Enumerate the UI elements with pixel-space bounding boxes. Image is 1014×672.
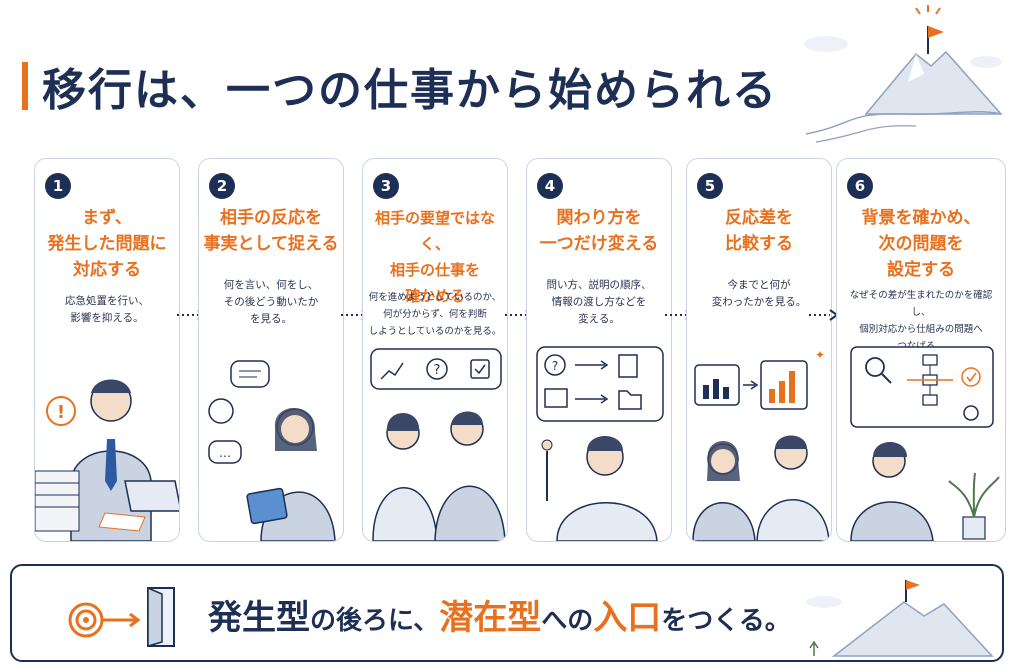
- step-title: 反応差を 比較する: [725, 208, 793, 254]
- step-title: 相手の反応を 事実として捉える: [203, 208, 339, 254]
- man-pointing-process-illustration: ?: [536, 346, 664, 541]
- conclusion-text: 発生型の後ろに、潜在型への入口をつくる。: [208, 590, 791, 639]
- text-connector-2: への: [541, 606, 594, 636]
- text-connector-3: をつくる。: [661, 606, 791, 636]
- step-title: 関わり方を 一つだけ変える: [539, 208, 659, 254]
- step-description: 何を言い、何をし、 その後どう動いたか を見る。: [223, 279, 319, 325]
- man-thinking-system-illustration: [850, 346, 1000, 541]
- svg-text:✦: ✦: [815, 348, 825, 362]
- step-number-badge: 2: [209, 173, 235, 199]
- target-door-icon: [68, 586, 175, 647]
- step-card-2: 2 相手の反応を 事実として捉える 何を言い、何をし、 その後どう動いたか を見…: [198, 158, 344, 542]
- step-number-badge: 5: [697, 173, 723, 199]
- svg-text:!: !: [57, 402, 65, 423]
- flow-arrow: [809, 309, 838, 321]
- step-description: 今までと何が 変わったかを見る。: [711, 279, 807, 308]
- step-card-6: 6 背景を確かめ、 次の問題を 設定する なぜその差が生まれたのかを確認し、 個…: [836, 158, 1006, 542]
- step-number-badge: 3: [373, 173, 399, 199]
- text-connector-1: の後ろに、: [310, 606, 440, 636]
- step-title: 背景を確かめ、 次の問題を 設定する: [861, 208, 981, 280]
- text-entrance: 入口: [593, 598, 662, 638]
- svg-text:?: ?: [552, 359, 558, 373]
- step-number-badge: 4: [537, 173, 563, 199]
- title-accent-bar: [22, 62, 28, 110]
- conclusion-banner: 発生型の後ろに、潜在型への入口をつくる。: [10, 564, 1004, 662]
- text-occurrence-type: 発生型: [208, 598, 310, 638]
- svg-text:?: ?: [434, 363, 441, 378]
- page-title: 移行は、一つの仕事から始められる: [42, 65, 778, 116]
- step-description: 問い方、説明の順序、 情報の渡し方などを 変える。: [546, 279, 652, 325]
- svg-text:…: …: [219, 446, 231, 460]
- text-latent-type: 潜在型: [439, 598, 542, 638]
- step-card-4: 4 関わり方を 一つだけ変える 問い方、説明の順序、 情報の渡し方などを 変える…: [526, 158, 672, 542]
- step-card-3: 3 相手の要望ではなく、 相手の仕事を 確かめる 何を進めようとしているのか、 …: [362, 158, 508, 542]
- comparing-charts-illustration: ✦: [692, 348, 830, 541]
- step-description: 応急処置を行い、 影響を抑える。: [65, 295, 149, 324]
- step-number-badge: 1: [45, 173, 71, 199]
- step-card-1: 1 まず、 発生した問題に 対応する 応急処置を行い、 影響を抑える。 !: [34, 158, 180, 542]
- worried-man-phone-illustration: !: [35, 379, 179, 541]
- two-people-discussing-illustration: ?: [370, 348, 506, 541]
- woman-tablet-illustration: …: [208, 360, 336, 541]
- step-description: 何を進めようとしているのか、 何が分からず、何を判断 しようとしているのかを見る…: [368, 292, 502, 337]
- step-title: 相手の要望ではなく、 相手の仕事を 確かめる: [374, 209, 495, 305]
- step-title: まず、 発生した問題に 対応する: [47, 208, 167, 280]
- mountain-flag-illustration: [804, 5, 1003, 143]
- mountain-flag-illustration: [806, 580, 994, 657]
- step-number-badge: 6: [847, 173, 873, 199]
- step-card-5: 5 反応差を 比較する 今までと何が 変わったかを見る。 ✦: [686, 158, 832, 542]
